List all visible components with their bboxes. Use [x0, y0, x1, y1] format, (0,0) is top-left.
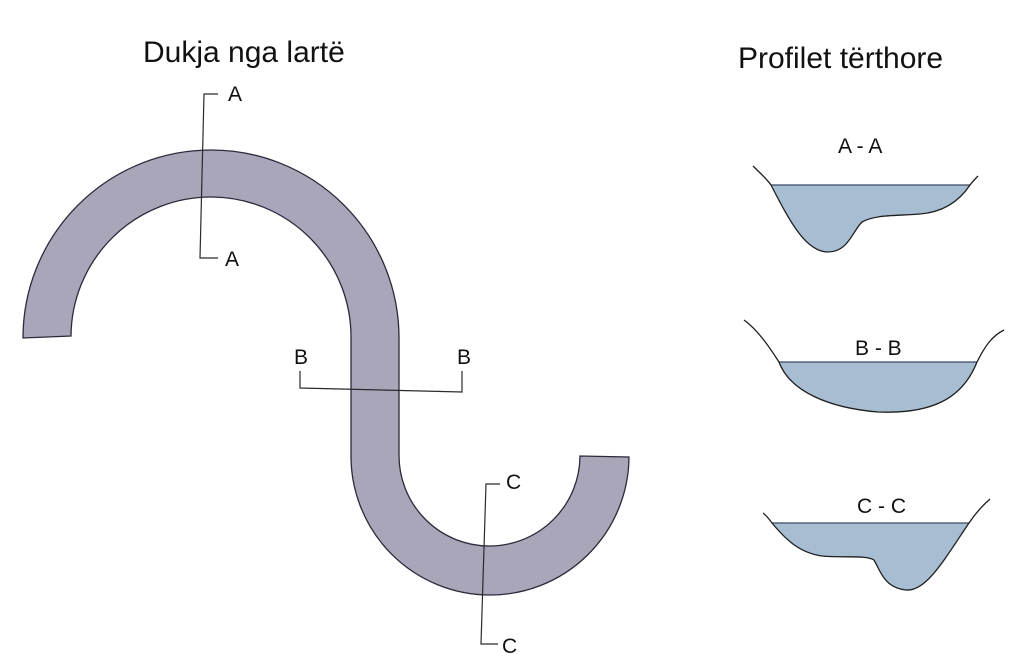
profile-bb-bank — [743, 319, 1005, 413]
profile-aa-label: A - A — [838, 135, 882, 158]
profile-cc-label: C - C — [857, 495, 906, 518]
section-b-label-left: B — [294, 346, 308, 369]
profile-bb-water — [779, 362, 977, 413]
section-a-label-top: A — [228, 83, 242, 106]
profile-bb: B - B — [743, 319, 1005, 413]
river-channel — [22, 149, 630, 596]
section-a-line — [199, 93, 218, 259]
profile-bb-label: B - B — [855, 337, 902, 360]
section-a-label-bottom: A — [225, 248, 239, 271]
profile-cc: C - C — [762, 495, 991, 591]
profile-aa-bank — [752, 165, 979, 253]
section-b-label-right: B — [457, 346, 471, 369]
plan-view-title: Dukja nga lartë — [143, 36, 345, 69]
profiles-title: Profilet tërthore — [738, 42, 943, 75]
profile-aa: A - A — [752, 135, 979, 253]
section-c-label-top: C — [506, 471, 521, 494]
profile-cc-bank — [762, 498, 991, 591]
profile-cc-water — [772, 523, 969, 591]
section-c-line — [480, 483, 500, 645]
section-b-line — [299, 371, 463, 393]
section-c-label-bottom: C — [502, 635, 517, 658]
